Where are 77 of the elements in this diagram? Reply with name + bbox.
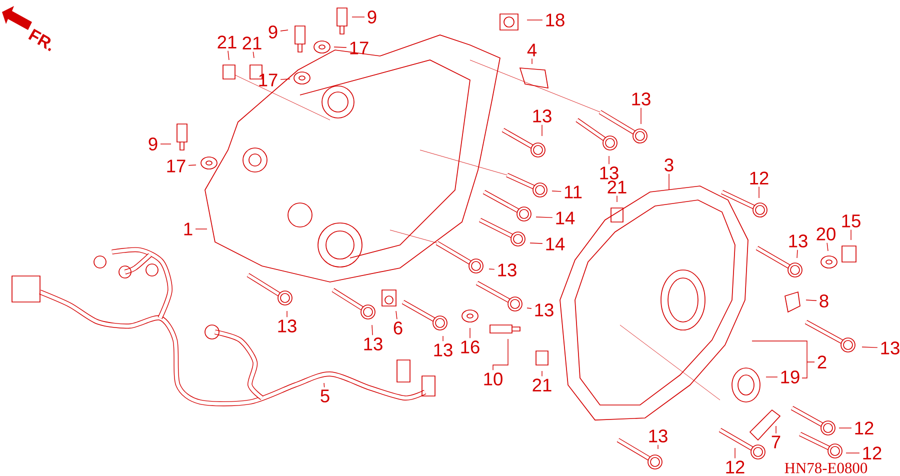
leader-line — [734, 448, 736, 459]
callout-number: 6 — [394, 322, 402, 334]
callout-number: 21 — [242, 36, 262, 50]
leader-line — [530, 242, 543, 244]
leader-line — [536, 216, 553, 218]
leader-line — [286, 310, 288, 318]
callout-number: 9 — [268, 26, 278, 38]
callout-number: 13 — [649, 430, 668, 442]
leader-line — [640, 108, 642, 124]
callout-number: 12 — [855, 422, 874, 434]
callout-number: 19 — [781, 370, 800, 384]
leader-line — [616, 195, 618, 202]
leader-line — [352, 16, 365, 18]
leader-line — [608, 156, 610, 164]
callout-number: 10 — [484, 372, 502, 386]
callout-number: 13 — [278, 320, 296, 332]
callout-number: 9 — [368, 10, 376, 24]
leader-line — [846, 452, 860, 454]
callout-number: 20 — [816, 228, 836, 240]
callout-number: 16 — [461, 340, 480, 354]
leader-line — [372, 324, 373, 336]
callout-number: 17 — [167, 160, 186, 172]
callout-number: 12 — [726, 460, 744, 474]
callout-number: 13 — [533, 110, 552, 122]
leader-line — [280, 30, 288, 32]
callout-number: 9 — [148, 138, 158, 150]
leader-line — [862, 346, 878, 348]
callout-number: 21 — [532, 378, 552, 392]
callout-number: 13 — [632, 92, 650, 106]
callout-number: 14 — [556, 212, 575, 224]
leader-line — [752, 340, 815, 378]
leader-line — [796, 250, 798, 258]
callout-number: 3 — [664, 158, 674, 172]
leader-line — [252, 51, 254, 58]
callout-number: 12 — [863, 446, 882, 460]
leader-line — [806, 300, 817, 301]
leader-line — [526, 308, 532, 309]
leader-line — [552, 190, 562, 192]
leader-line — [850, 229, 852, 240]
leader-line — [442, 336, 444, 342]
callout-number: 12 — [750, 172, 768, 184]
callout-number: 21 — [218, 36, 236, 48]
callout-number: 13 — [600, 166, 618, 180]
leader-line — [195, 228, 208, 230]
callout-number: 13 — [364, 338, 382, 350]
leader-line — [334, 46, 347, 48]
leader-line — [280, 78, 290, 80]
callout-number: 13 — [498, 264, 516, 276]
leader-line — [488, 268, 495, 270]
callout-number: 13 — [881, 342, 900, 354]
callout-number: 13 — [535, 304, 554, 316]
callout-number: 4 — [527, 44, 537, 56]
callout-number: 18 — [546, 14, 564, 26]
callout-number: 8 — [820, 294, 828, 308]
callout-number: 13 — [789, 234, 808, 248]
callout-number: 5 — [320, 390, 330, 402]
callout-number: 15 — [842, 214, 860, 228]
callout-number: 7 — [772, 436, 780, 448]
leader-line — [228, 50, 230, 60]
drawing-code: HN78-E0800 — [784, 462, 868, 474]
callout-number: 14 — [546, 238, 565, 250]
callout-number: 11 — [564, 186, 582, 198]
leader-line — [324, 382, 325, 388]
leader-line — [826, 242, 828, 252]
leader-line — [396, 310, 398, 320]
callout-number: 17 — [350, 42, 368, 54]
callout-number: 17 — [259, 74, 278, 86]
leader-line — [766, 376, 778, 378]
callout-number: 2 — [818, 356, 826, 368]
leader-line — [188, 164, 196, 166]
callout-number: 13 — [434, 344, 452, 356]
callout-number: 21 — [608, 180, 626, 194]
leader-line — [668, 174, 670, 190]
direction-label: FR. — [28, 28, 52, 52]
leader-line — [758, 186, 760, 198]
leader-line — [492, 338, 508, 370]
callout-number: 1 — [184, 222, 192, 236]
